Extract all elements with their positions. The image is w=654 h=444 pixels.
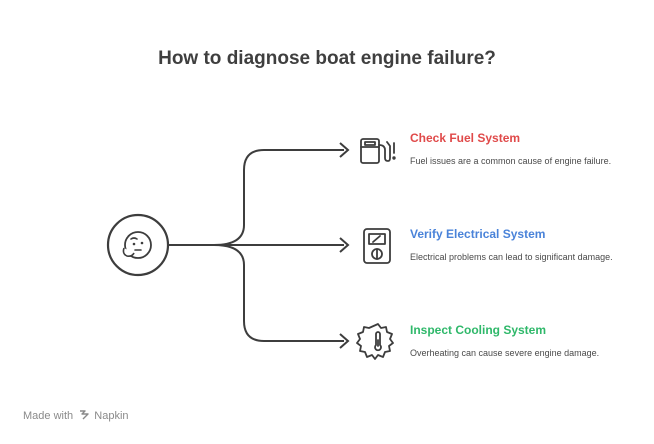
- multimeter-icon: [363, 228, 391, 264]
- thinking-face-icon: [106, 213, 170, 277]
- branch-heading: Inspect Cooling System: [410, 323, 547, 337]
- branch-heading: Verify Electrical System: [410, 227, 546, 241]
- arrowhead-electrical: [339, 237, 350, 253]
- gear-thermometer-icon: [356, 323, 394, 360]
- diagram-title: How to diagnose boat engine failure?: [158, 48, 496, 69]
- connector-lines: [168, 142, 350, 349]
- branch-fuel: Check Fuel System Fuel issues are a comm…: [410, 131, 620, 167]
- napkin-logo-icon: [80, 410, 89, 420]
- branch-electrical: Verify Electrical System Electrical prob…: [410, 227, 620, 263]
- branch-cooling: Inspect Cooling System Overheating can c…: [410, 323, 620, 359]
- watermark-brand: Napkin: [94, 410, 129, 422]
- watermark-prefix: Made with: [23, 410, 74, 422]
- branch-description: Electrical problems can lead to signific…: [410, 252, 613, 262]
- branch-description: Fuel issues are a common cause of engine…: [410, 156, 612, 166]
- connector-cooling: [168, 244, 344, 342]
- branch-description: Overheating can cause severe engine dama…: [410, 348, 600, 358]
- arrowhead-cooling: [339, 333, 350, 349]
- fuel-pump-icon: [360, 138, 396, 164]
- branch-heading: Check Fuel System: [410, 131, 521, 145]
- made-with-napkin-watermark[interactable]: Made with Napkin: [23, 409, 129, 422]
- connector-fuel: [168, 149, 344, 246]
- arrowhead-fuel: [339, 142, 350, 158]
